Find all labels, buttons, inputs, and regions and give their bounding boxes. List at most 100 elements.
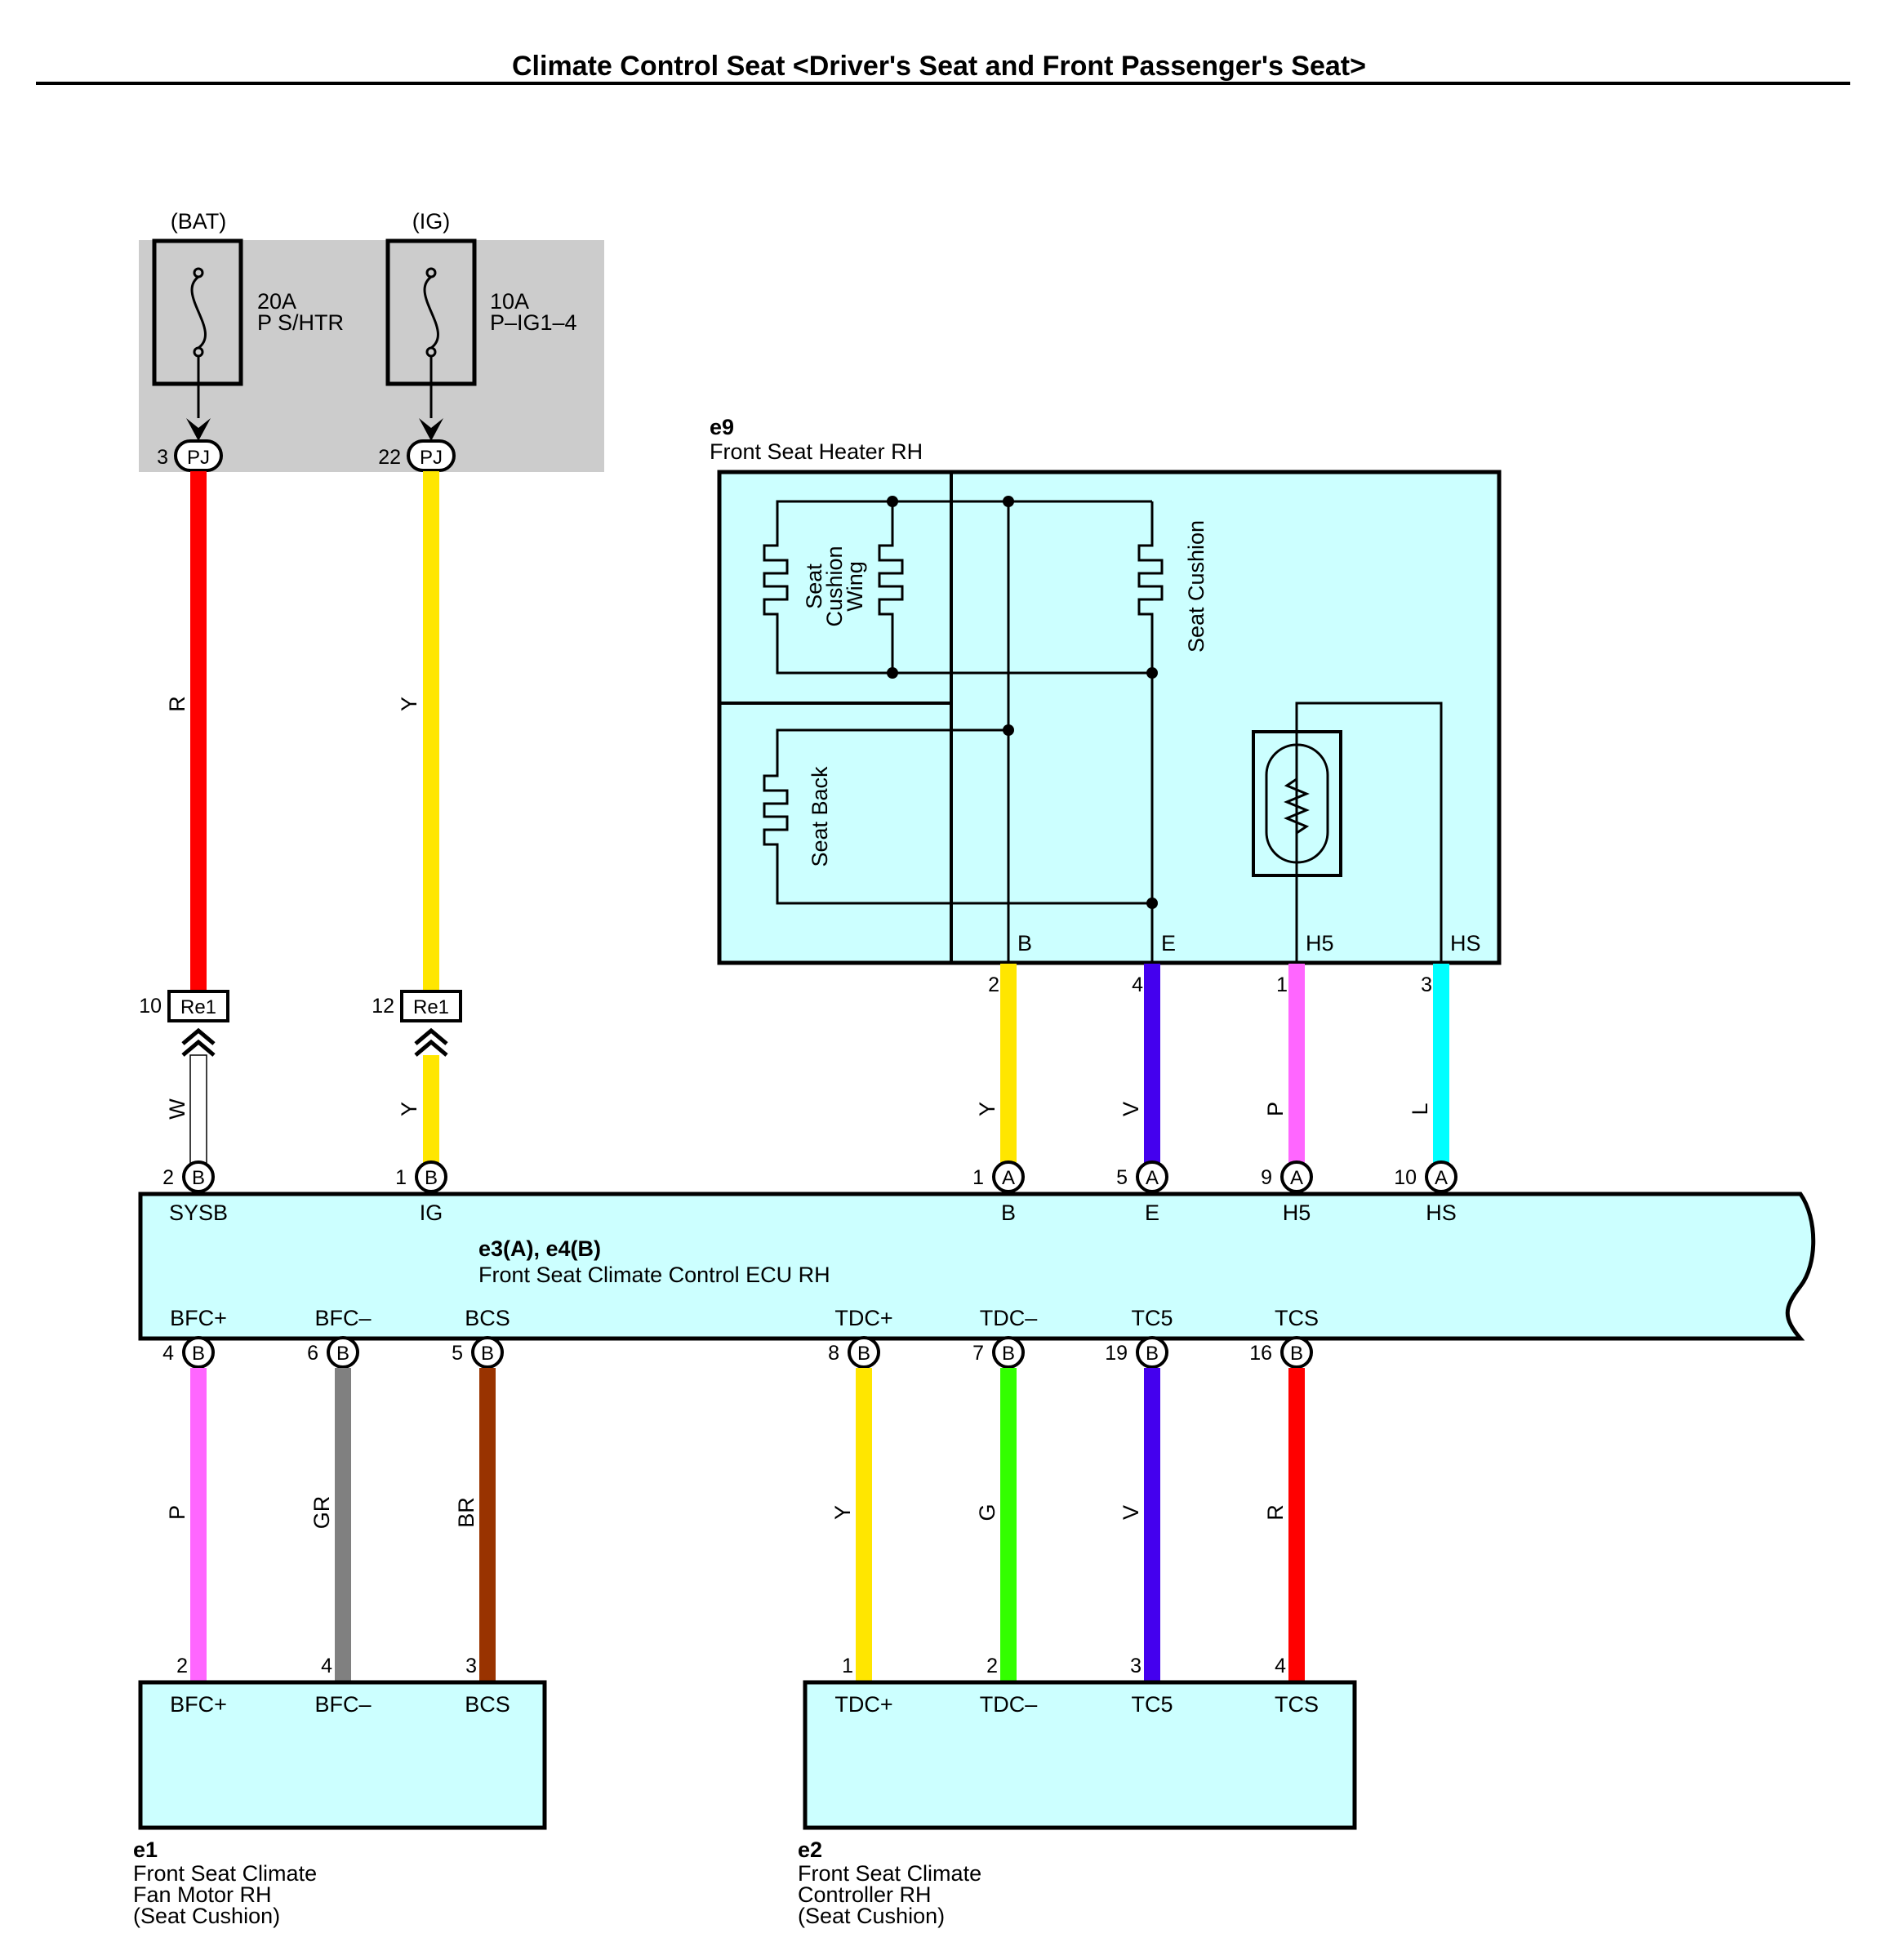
svg-text:A: A	[1435, 1167, 1448, 1189]
svg-text:Front Seat Climate: Front Seat Climate	[798, 1861, 981, 1886]
svg-text:A: A	[1002, 1167, 1015, 1189]
cushion-label: Seat Cushion	[1184, 520, 1208, 653]
wire-sysb	[189, 1054, 207, 1165]
wire-ig	[423, 1055, 439, 1165]
ecu-bottom-terminal-bfc-minus: BFC– 6 B	[307, 1306, 372, 1369]
svg-text:2: 2	[162, 1166, 174, 1189]
svg-text:B: B	[192, 1343, 205, 1365]
wire-label-bfc-plus: P	[165, 1505, 189, 1520]
wire-label-fuse2: Y	[397, 697, 421, 711]
svg-text:(Seat Cushion): (Seat Cushion)	[133, 1904, 280, 1928]
svg-text:1: 1	[972, 1166, 984, 1189]
arrow-down-icon	[419, 418, 443, 441]
ecu-bottom-terminal-tdc-minus: TDC– 7 B	[972, 1306, 1037, 1369]
svg-text:B: B	[1002, 1343, 1015, 1365]
wire-label-tcs: R	[1263, 1504, 1288, 1521]
svg-text:1: 1	[1276, 973, 1288, 996]
fuse-p-ig1-4: (IG) 10A P–IG1–4 22 PJ	[378, 209, 577, 472]
connector-chevron-icon	[181, 1027, 216, 1057]
svg-text:A: A	[1146, 1167, 1159, 1189]
svg-text:H5: H5	[1283, 1200, 1311, 1225]
fuse2-amps: 10A	[490, 289, 529, 314]
heater-name: Front Seat Heater RH	[710, 439, 923, 464]
svg-text:5: 5	[1116, 1166, 1128, 1189]
ecu-top-terminal-h5: 9 A H5	[1261, 1160, 1313, 1225]
wire-heater-h5	[1288, 964, 1305, 1165]
svg-text:E: E	[1145, 1200, 1159, 1225]
ecu-bottom-terminal-bfc-plus: BFC+ 4 B	[162, 1306, 227, 1369]
svg-text:16: 16	[1249, 1342, 1272, 1365]
svg-text:1: 1	[395, 1166, 407, 1189]
svg-text:3: 3	[465, 1655, 477, 1677]
wire-fuse1	[190, 471, 207, 990]
wire-label-ig: Y	[397, 1102, 421, 1116]
fuse2-source: (IG)	[412, 209, 451, 234]
relay-connector-1: 10 Re1	[139, 990, 229, 1057]
wire-label-tdc-minus: G	[975, 1503, 999, 1521]
svg-text:3: 3	[1421, 973, 1432, 996]
svg-text:10: 10	[1394, 1166, 1417, 1189]
svg-text:4: 4	[162, 1342, 174, 1365]
svg-text:BFC–: BFC–	[314, 1306, 371, 1330]
svg-text:B: B	[857, 1343, 870, 1365]
wire-label-tdc-plus: Y	[830, 1505, 855, 1520]
svg-text:A: A	[1290, 1167, 1303, 1189]
svg-text:BFC–: BFC–	[314, 1692, 371, 1717]
front-seat-heater: e9 Front Seat Heater RH Seat Cushion Win…	[710, 415, 1502, 996]
diagram-title: Climate Control Seat <Driver's Seat and …	[512, 51, 1366, 82]
svg-text:BCS: BCS	[465, 1692, 510, 1717]
svg-text:4: 4	[321, 1655, 332, 1677]
svg-text:IG: IG	[420, 1200, 443, 1225]
wire-heater-e	[1144, 964, 1160, 1165]
ecu-top-terminal-b: 1 A B	[972, 1160, 1025, 1225]
wing-label-1: Seat	[802, 564, 826, 609]
connector-pj-2	[407, 439, 456, 472]
wire-heater-b	[1000, 964, 1017, 1165]
svg-text:TCS: TCS	[1275, 1306, 1319, 1330]
ecu-code: e3(A), e4(B)	[478, 1236, 601, 1261]
svg-text:Fan Motor RH: Fan Motor RH	[133, 1882, 272, 1907]
wire-label-heater-hs: L	[1408, 1102, 1432, 1115]
svg-text:2: 2	[988, 973, 999, 996]
svg-text:Re1: Re1	[413, 996, 449, 1018]
ecu-top-terminal-ig: 1 B IG	[395, 1160, 447, 1225]
wire-tdc-minus	[1000, 1368, 1017, 1682]
svg-text:4: 4	[1275, 1655, 1286, 1677]
fuse2-name: P–IG1–4	[490, 310, 577, 335]
wire-bfc-minus	[335, 1368, 351, 1682]
junction-block-area	[139, 240, 604, 472]
svg-text:5: 5	[452, 1342, 463, 1365]
svg-text:9: 9	[1261, 1166, 1272, 1189]
fan-motor-box: 2 4 3 BFC+ BFC– BCS e1 Front Seat Climat…	[133, 1655, 547, 1928]
svg-text:(Seat Cushion): (Seat Cushion)	[798, 1904, 945, 1928]
svg-text:TDC+: TDC+	[834, 1692, 892, 1717]
title-underline	[36, 82, 1850, 85]
svg-text:10: 10	[139, 995, 162, 1018]
svg-text:Front Seat Climate: Front Seat Climate	[133, 1861, 317, 1886]
heater-code: e9	[710, 415, 734, 439]
heater-terminal-e: E	[1161, 931, 1176, 956]
svg-text:B: B	[481, 1343, 494, 1365]
fuse1-name: P S/HTR	[257, 310, 344, 335]
svg-text:2: 2	[176, 1655, 188, 1677]
svg-text:TCS: TCS	[1275, 1692, 1319, 1717]
wire-label-bcs: BR	[454, 1497, 478, 1528]
ecu-top-terminal-sysb: 2 B SYSB	[162, 1160, 228, 1225]
connector-chevron-icon	[414, 1027, 448, 1057]
svg-text:8: 8	[828, 1342, 839, 1365]
wire-label-tc5: V	[1119, 1505, 1143, 1520]
heater-terminal-b: B	[1017, 931, 1032, 956]
svg-text:TDC+: TDC+	[834, 1306, 892, 1330]
svg-text:2: 2	[986, 1655, 998, 1677]
svg-text:4: 4	[1132, 973, 1143, 996]
svg-text:PJ: PJ	[187, 447, 210, 469]
wire-bcs	[479, 1368, 496, 1682]
wing-label-3: Wing	[843, 561, 867, 612]
svg-text:SYSB: SYSB	[169, 1200, 228, 1225]
controller-code: e2	[798, 1838, 822, 1862]
wire-label-bfc-minus: GR	[309, 1496, 334, 1530]
fuse-p-shtr: (BAT) 20A P S/HTR 3 PJ	[152, 209, 344, 472]
wire-fuse2	[423, 471, 439, 990]
wire-tc5	[1144, 1368, 1160, 1682]
